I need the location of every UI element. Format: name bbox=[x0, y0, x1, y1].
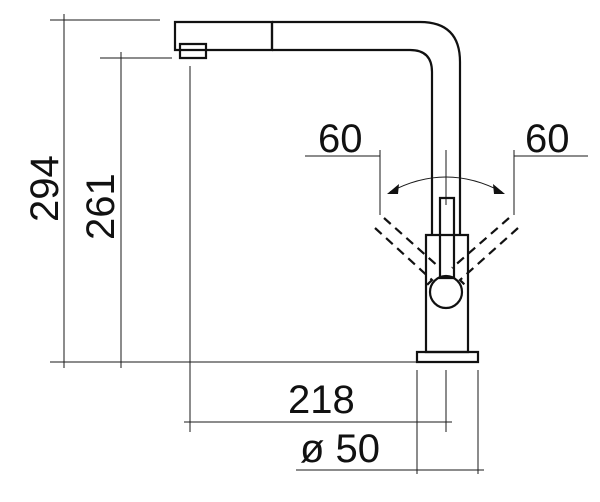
spout-head bbox=[173, 20, 274, 52]
swivel-right-label: 60 bbox=[525, 117, 570, 161]
base-diameter-label: ø 50 bbox=[300, 427, 380, 471]
reach-dimension: 218 bbox=[184, 66, 452, 432]
handle-knob bbox=[428, 274, 464, 310]
lever-right-position-edge bbox=[451, 217, 510, 269]
spout-arm-outer bbox=[272, 20, 462, 235]
spout-arm-inner bbox=[272, 48, 434, 235]
swivel-arc bbox=[389, 176, 503, 193]
height-spout-dimension: 261 bbox=[79, 52, 172, 368]
faucet-body bbox=[173, 20, 480, 364]
base-plate bbox=[415, 350, 480, 364]
handle-lever bbox=[438, 196, 456, 280]
lever-right-position bbox=[458, 227, 519, 289]
lever-left-position bbox=[374, 227, 434, 289]
swivel-arrow-right bbox=[493, 184, 505, 194]
height-total-label: 294 bbox=[23, 155, 67, 222]
lever-left-position-edge bbox=[383, 217, 441, 269]
base-diameter-dimension: ø 50 bbox=[296, 370, 484, 474]
height-total-dimension: 294 bbox=[23, 14, 420, 368]
swivel-indicator: 60 60 bbox=[305, 117, 588, 289]
swivel-left-label: 60 bbox=[318, 117, 363, 161]
spray-nozzle bbox=[178, 42, 208, 60]
reach-label: 218 bbox=[288, 378, 355, 422]
height-spout-label: 261 bbox=[79, 173, 123, 240]
swivel-arrow-left bbox=[387, 184, 399, 194]
